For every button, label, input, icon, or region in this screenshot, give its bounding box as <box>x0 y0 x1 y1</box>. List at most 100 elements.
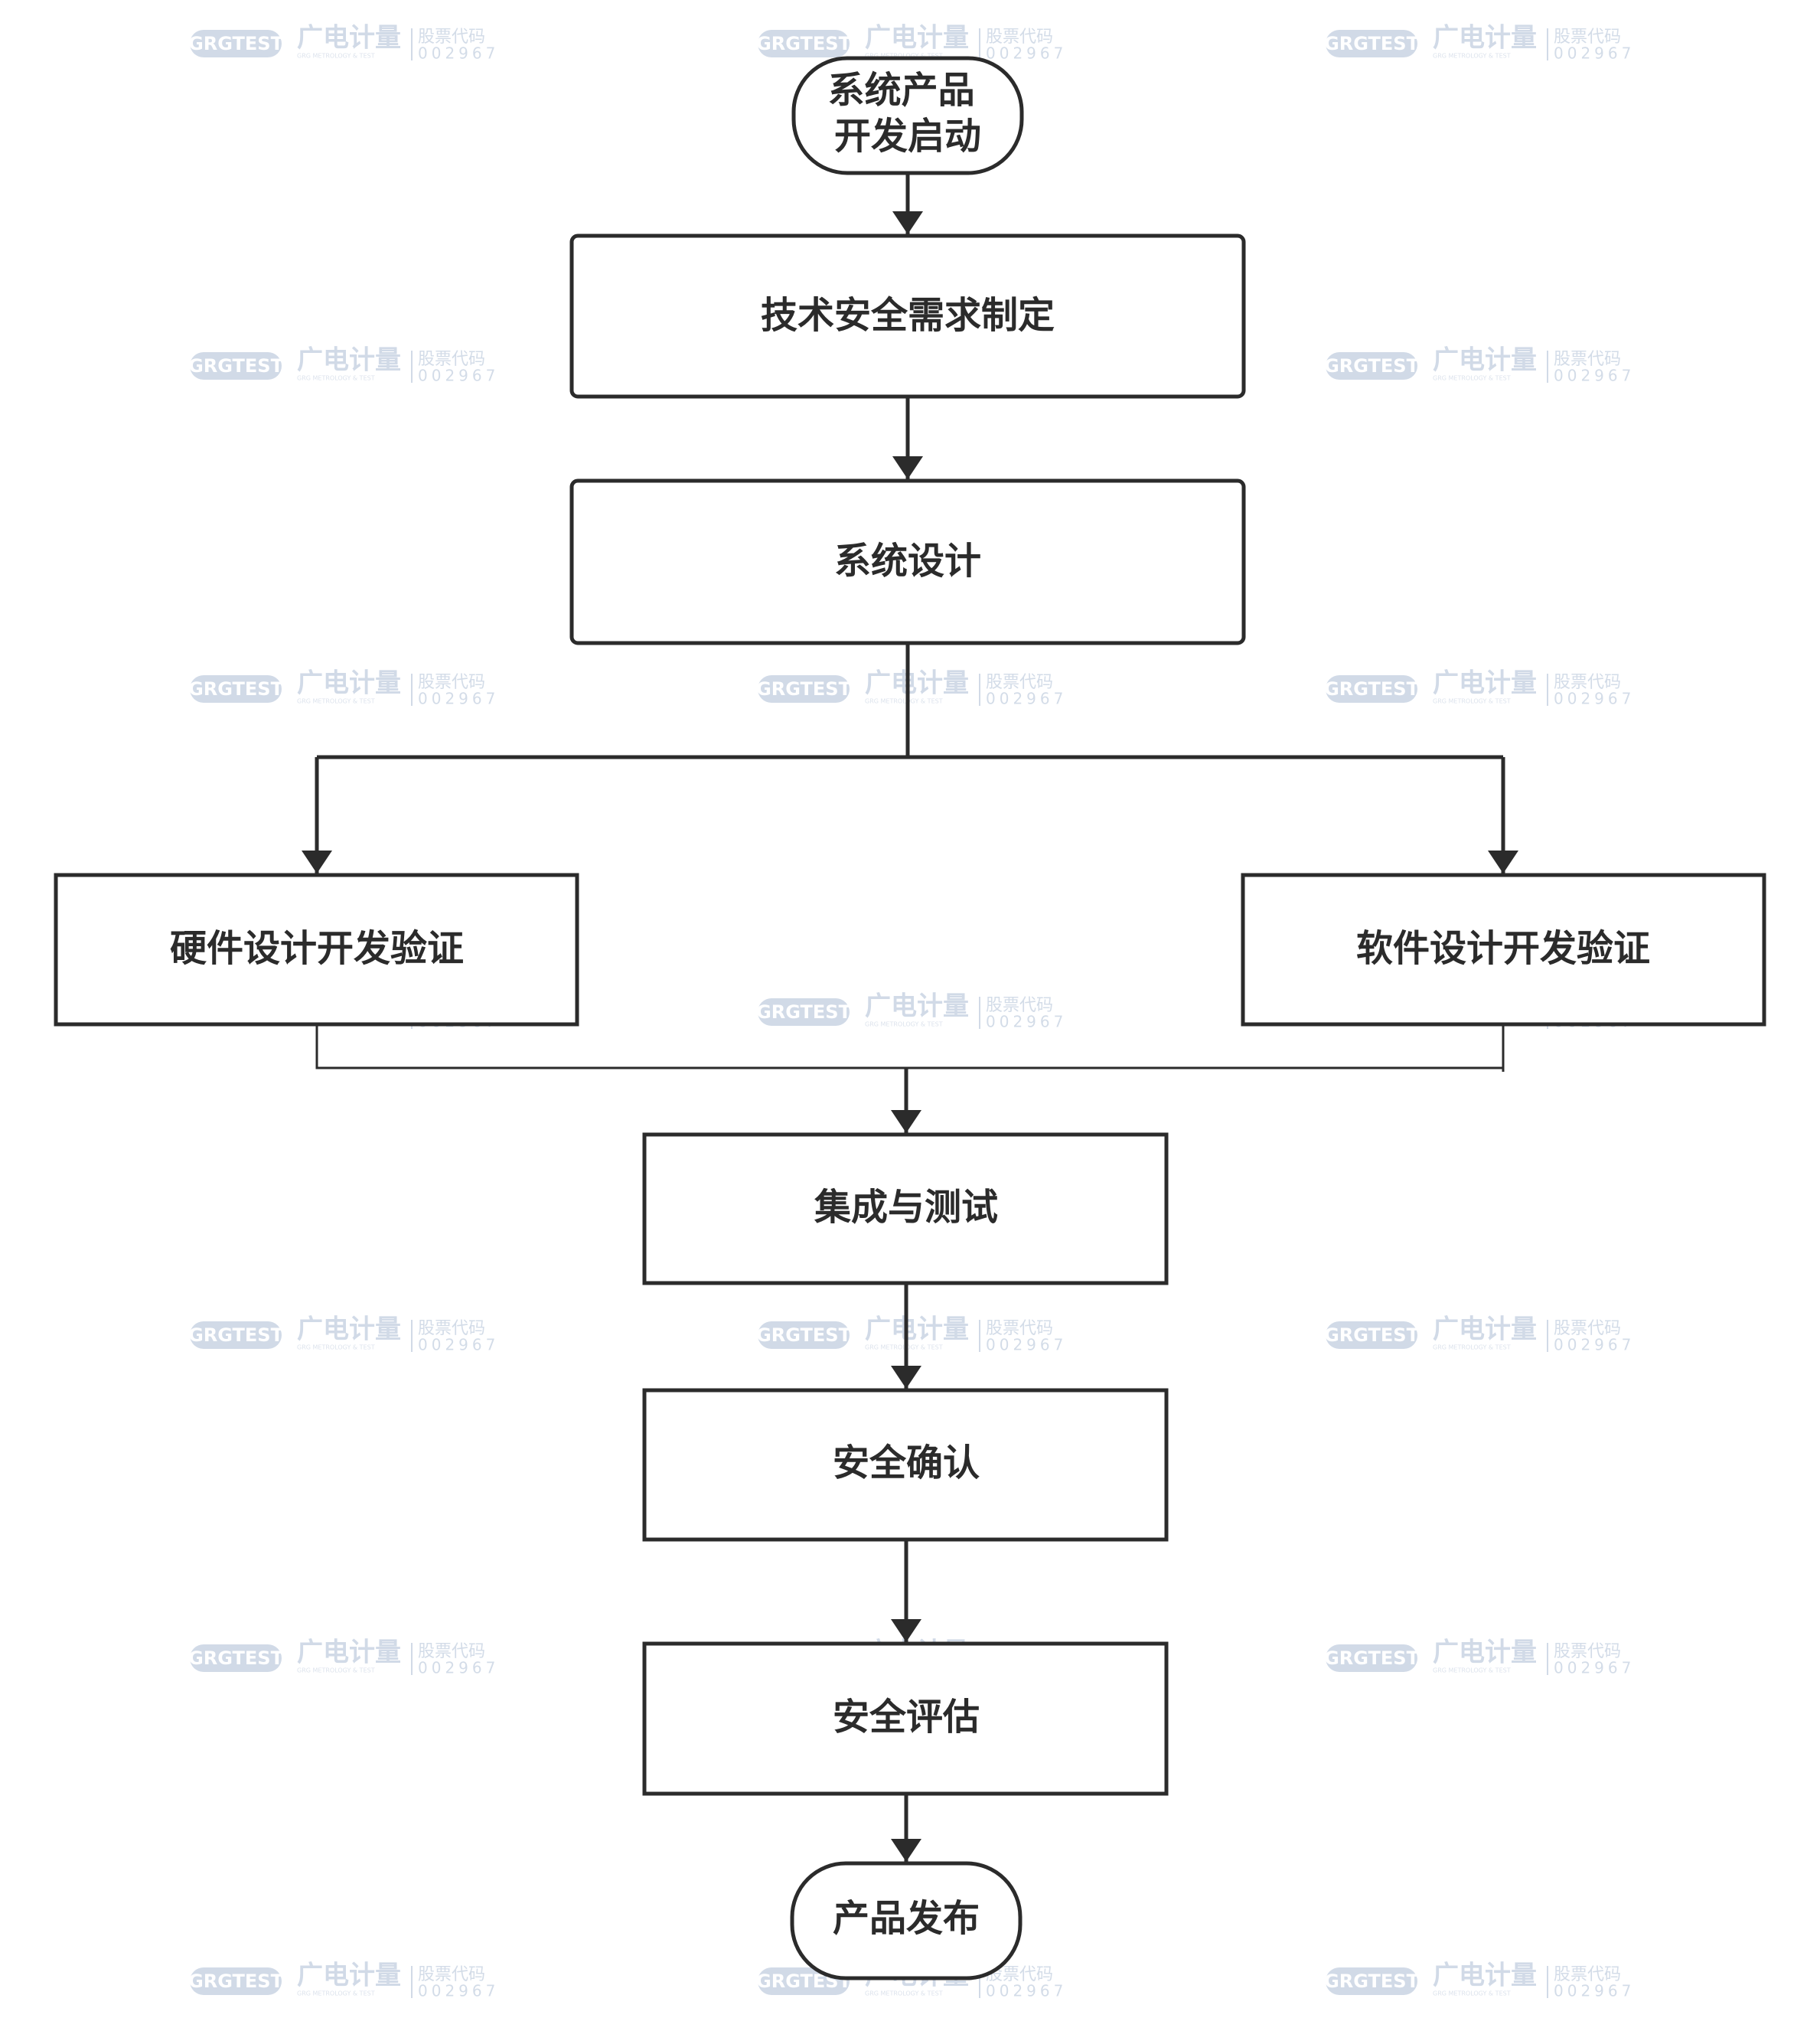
watermark-stock-label: 股票代码 <box>1554 28 1621 47</box>
system-design-label: 系统设计 <box>834 540 981 583</box>
watermark-stock-label: 股票代码 <box>1554 1642 1621 1661</box>
watermark-company-text: 广电计量 <box>1433 668 1537 699</box>
watermark-logo-pill <box>190 1967 282 1995</box>
watermark-stock-label: 股票代码 <box>418 1965 485 1984</box>
watermark-subtitle-text: GRG METROLOGY & TEST <box>865 1021 943 1028</box>
watermark-subtitle-text: GRG METROLOGY & TEST <box>1433 53 1511 60</box>
watermark-logo-pill <box>1326 675 1417 703</box>
watermark-stock-code: 002967 <box>1554 690 1635 708</box>
watermark-stock-label: 股票代码 <box>986 673 1053 692</box>
watermark-logo-text: GRGTEST <box>756 33 852 54</box>
watermark-stock-code: 002967 <box>418 690 499 708</box>
watermark-logo-pill <box>190 675 282 703</box>
watermark-logo-pill <box>758 675 850 703</box>
watermark-logo-pill <box>758 30 850 57</box>
tech-safety-requirements-label: 技术安全需求制定 <box>761 294 1055 337</box>
watermark-logo-text: GRGTEST <box>188 1324 284 1346</box>
watermark-stock-code: 002967 <box>986 690 1067 708</box>
watermark-logo-pill <box>190 352 282 380</box>
watermark-stock-label: 股票代码 <box>1554 350 1621 369</box>
watermark-logo-pill <box>1326 30 1417 57</box>
watermark-subtitle-text: GRG METROLOGY & TEST <box>297 698 375 705</box>
watermark-company-text: 广电计量 <box>865 668 969 699</box>
watermark-stock-code: 002967 <box>1554 1336 1635 1354</box>
watermark-stock-code: 002967 <box>418 367 499 385</box>
software-dev-box <box>1241 873 1766 1027</box>
watermark-logo-text: GRGTEST <box>188 33 284 54</box>
watermark-logo-text: GRGTEST <box>1324 355 1420 377</box>
watermark-stock-code: 002967 <box>1554 44 1635 63</box>
watermark-stock-label: 股票代码 <box>418 673 485 692</box>
watermark-logo-pill <box>1326 1321 1417 1349</box>
watermark-subtitle-text: GRG METROLOGY & TEST <box>1433 1667 1511 1674</box>
watermark-company-text: 广电计量 <box>297 1961 401 1991</box>
watermark-logo-text: GRGTEST <box>1324 1324 1420 1346</box>
watermark-company-text: 广电计量 <box>297 1638 401 1668</box>
start-label-line-1: 系统产品 <box>828 69 975 112</box>
watermark-company-text: 广电计量 <box>865 1314 969 1345</box>
watermark-logo-text: GRGTEST <box>756 1001 852 1023</box>
watermark-stock-label: 股票代码 <box>418 350 485 369</box>
start-label-line-2: 开发启动 <box>834 115 981 158</box>
start-label: 系统产品 开发启动 <box>828 69 988 158</box>
watermark-stock-label: 股票代码 <box>1554 673 1621 692</box>
safety-assessment-box <box>642 1641 1169 1796</box>
hardware-dev-label: 硬件设计开发验证 <box>170 927 464 970</box>
watermark-subtitle-text: GRG METROLOGY & TEST <box>1433 698 1511 705</box>
watermark-logo-pill <box>1326 352 1417 380</box>
watermark-subtitle-text: GRG METROLOGY & TEST <box>1433 375 1511 382</box>
watermark-company-text: 广电计量 <box>297 668 401 699</box>
safety-assessment-label: 安全评估 <box>833 1696 980 1739</box>
integration-test-box <box>642 1132 1169 1285</box>
software-dev-label: 软件设计开发验证 <box>1356 927 1650 970</box>
watermark-subtitle-text: GRG METROLOGY & TEST <box>297 1344 375 1351</box>
watermark-stock-code: 002967 <box>986 1336 1067 1354</box>
watermark-logo-text: GRGTEST <box>188 355 284 377</box>
watermark-logo-text: GRGTEST <box>1324 33 1420 54</box>
watermark-logo-text: GRGTEST <box>188 678 284 700</box>
watermark-subtitle-text: GRG METROLOGY & TEST <box>1433 1990 1511 1997</box>
watermark-logo-pill <box>190 30 282 57</box>
start-terminal <box>791 56 1024 175</box>
watermark-logo-text: GRGTEST <box>1324 678 1420 700</box>
watermark-stock-code: 002967 <box>986 1982 1067 2000</box>
watermark-stock-code: 002967 <box>1554 1659 1635 1677</box>
watermark-stock-label: 股票代码 <box>986 996 1053 1015</box>
watermark-logo-pill <box>1326 1644 1417 1672</box>
release-label: 产品发布 <box>833 1897 980 1940</box>
release-terminal <box>790 1861 1023 1980</box>
watermark-logo-text: GRGTEST <box>756 1324 852 1346</box>
system-design-box <box>569 478 1246 645</box>
watermark-stock-label: 股票代码 <box>986 1319 1053 1338</box>
safety-confirmation-label: 安全确认 <box>833 1442 980 1484</box>
watermark-logo-text: GRGTEST <box>188 1971 284 1992</box>
watermark-stock-code: 002967 <box>986 1013 1067 1031</box>
watermark-stock-label: 股票代码 <box>986 28 1053 47</box>
watermark-subtitle-text: GRG METROLOGY & TEST <box>865 1990 943 1997</box>
watermark-subtitle-text: GRG METROLOGY & TEST <box>297 1667 375 1674</box>
hardware-dev-box <box>54 873 579 1027</box>
watermark-company-text: 广电计量 <box>1433 345 1537 376</box>
watermark-stock-label: 股票代码 <box>418 1642 485 1661</box>
watermark-logo-text: GRGTEST <box>1324 1971 1420 1992</box>
watermark-logo-text: GRGTEST <box>756 678 852 700</box>
watermark-company-text: 广电计量 <box>297 1314 401 1345</box>
watermark-stock-code: 002967 <box>418 1982 499 2000</box>
edge-merge-line <box>315 1024 1505 1072</box>
watermark-subtitle-text: GRG METROLOGY & TEST <box>297 53 375 60</box>
watermark-logo-pill <box>190 1644 282 1672</box>
watermark-subtitle-text: GRG METROLOGY & TEST <box>865 1344 943 1351</box>
watermark-subtitle-text: GRG METROLOGY & TEST <box>865 53 943 60</box>
